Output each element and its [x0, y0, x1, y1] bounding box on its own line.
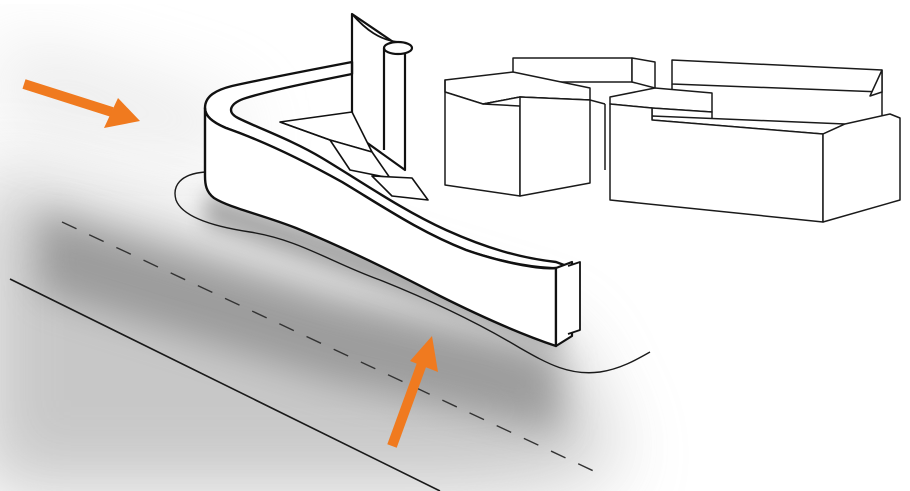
road-centerline [61, 221, 601, 475]
approach-arrow-left [22, 79, 140, 128]
road-edge-line [9, 278, 441, 491]
background-buildings [444, 57, 901, 223]
curved-wall-building [203, 12, 581, 348]
approach-arrow-bottom [387, 336, 438, 448]
site-curb-outline [174, 171, 651, 374]
approach-arrows [22, 79, 438, 448]
